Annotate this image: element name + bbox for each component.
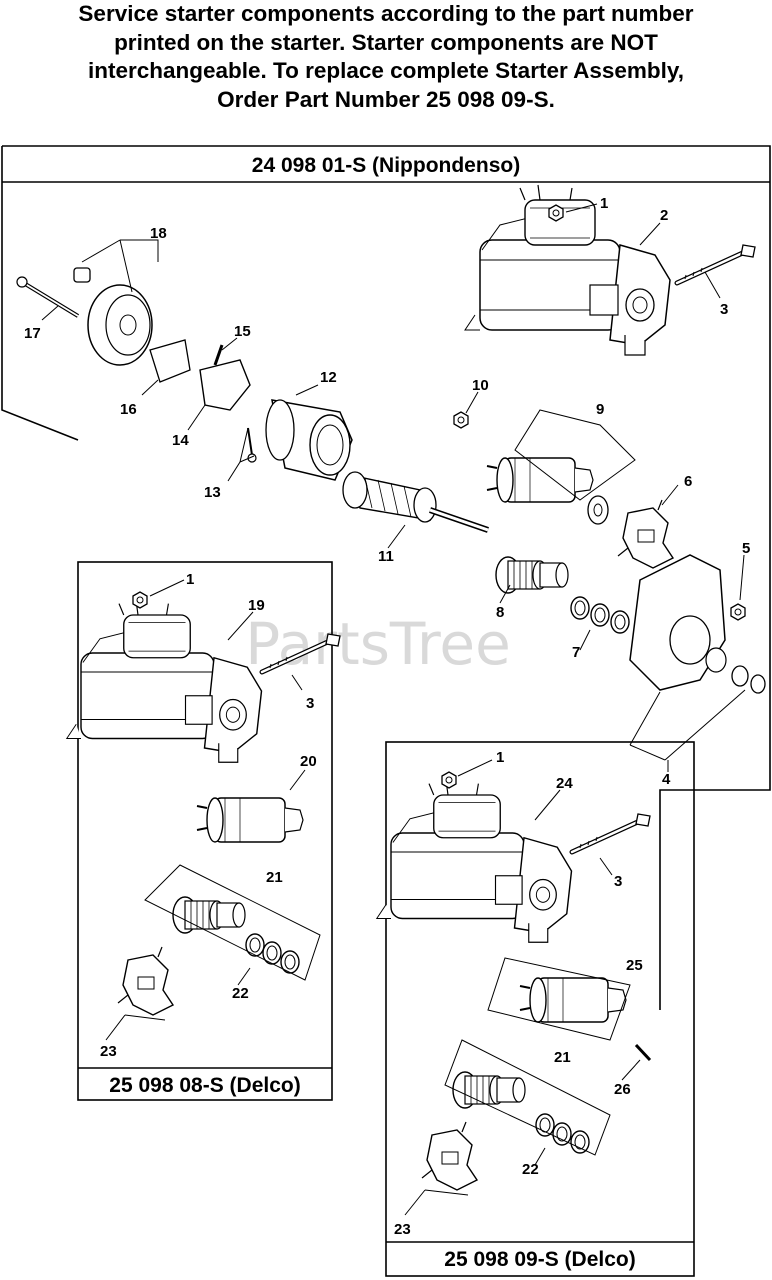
part-bushing [731, 665, 766, 694]
part-washer [570, 1130, 590, 1154]
callout-number: 8 [496, 604, 504, 621]
part-drive-housing [629, 554, 727, 691]
callout-number: 26 [614, 1081, 631, 1098]
part-drive-assembly [495, 556, 569, 594]
part-nut [132, 591, 148, 609]
callout-number: 5 [742, 540, 750, 557]
callout-number: 6 [684, 473, 692, 490]
main-panel-title: 24 098 01-S (Nippondenso) [252, 154, 520, 177]
part-field-frame [265, 399, 353, 481]
callout-number: 22 [232, 985, 249, 1002]
part-thru-bolt [677, 245, 755, 283]
instruction-line: Service starter components according to … [78, 1, 694, 26]
callout-number: 21 [266, 869, 283, 886]
callout-number: 3 [720, 301, 728, 318]
part-nut [441, 771, 457, 789]
instruction-line: Order Part Number 25 098 09-S. [217, 86, 555, 112]
callout-number: 9 [596, 401, 604, 418]
part-brush-plate [199, 344, 251, 411]
part-drive-assembly [452, 1071, 526, 1109]
callout-number: 1 [186, 571, 194, 588]
callout-number: 18 [150, 225, 167, 242]
part-nut [548, 204, 564, 222]
leader-lines [105, 579, 321, 1041]
part-plunger [587, 495, 609, 525]
callout-number: 25 [626, 957, 643, 974]
part-solenoid [196, 797, 304, 843]
instruction-line: printed on the starter. Starter componen… [114, 29, 658, 55]
part-armature [342, 471, 489, 533]
callout-number: 13 [204, 484, 221, 501]
callout-number: 12 [320, 369, 337, 386]
callout-number: 19 [248, 597, 265, 614]
callout-number: 11 [378, 548, 394, 565]
callout-number: 4 [662, 771, 671, 788]
main-panel-border [1, 145, 771, 1010]
callout-number: 15 [234, 323, 251, 340]
callout-number: 21 [554, 1049, 571, 1066]
callout-number: 17 [24, 325, 41, 342]
callout-number: 16 [120, 401, 137, 418]
right-panel-title: 25 098 09-S (Delco) [444, 1248, 635, 1271]
callout-number: 3 [306, 695, 314, 712]
part-washer [570, 596, 590, 620]
part-washer [610, 610, 630, 634]
part-brush-spring [149, 339, 191, 383]
left-panel-border [77, 561, 333, 1101]
part-bolt [16, 276, 80, 318]
part-washer [552, 1122, 572, 1146]
callout-numbers-right: 1 24 3 25 26 21 22 23 [394, 749, 643, 1238]
callout-number: 7 [572, 644, 580, 661]
part-insulator [73, 267, 91, 283]
callout-number: 23 [100, 1043, 117, 1060]
callout-number: 20 [300, 753, 317, 770]
part-starter-delco [376, 780, 573, 943]
callout-number: 2 [660, 207, 668, 224]
instruction-line: interchangeable. To replace complete Sta… [87, 58, 685, 83]
service-instructions: Service starter components according to … [0, 0, 772, 114]
part-solenoid [519, 977, 627, 1023]
callout-numbers-main: 1 2 3 4 5 6 7 8 9 10 11 12 13 14 15 16 1… [24, 195, 750, 788]
callout-number: 1 [496, 749, 504, 766]
part-terminal-screw [634, 1043, 652, 1062]
part-nut [453, 411, 469, 429]
callout-numbers-left: 1 19 3 20 21 22 23 [100, 571, 317, 1060]
callout-number: 10 [472, 377, 489, 394]
callout-number: 22 [522, 1161, 539, 1178]
watermark: PartsTree [245, 610, 511, 678]
part-washer [535, 1113, 555, 1137]
callout-number: 3 [614, 873, 622, 890]
right-panel-border [385, 741, 695, 1277]
leader-lines [404, 759, 641, 1216]
part-starter-nippondenso [464, 184, 671, 356]
left-panel-title: 25 098 08-S (Delco) [109, 1074, 300, 1097]
callout-number: 23 [394, 1221, 411, 1238]
part-solenoid [486, 457, 594, 503]
part-brush-holder [421, 1121, 478, 1191]
part-drive-assembly [172, 896, 246, 934]
part-nut [730, 603, 746, 621]
part-brush-holder [617, 499, 674, 569]
part-end-cap [87, 284, 153, 366]
callout-number: 1 [600, 195, 608, 212]
callout-number: 14 [172, 432, 189, 449]
leader-lines [41, 203, 746, 772]
part-washer [590, 603, 610, 627]
callout-number: 24 [556, 775, 573, 792]
part-washer [245, 933, 265, 957]
part-thru-bolt [572, 814, 650, 852]
part-brush-holder [117, 946, 174, 1016]
part-starter-delco [66, 600, 263, 763]
